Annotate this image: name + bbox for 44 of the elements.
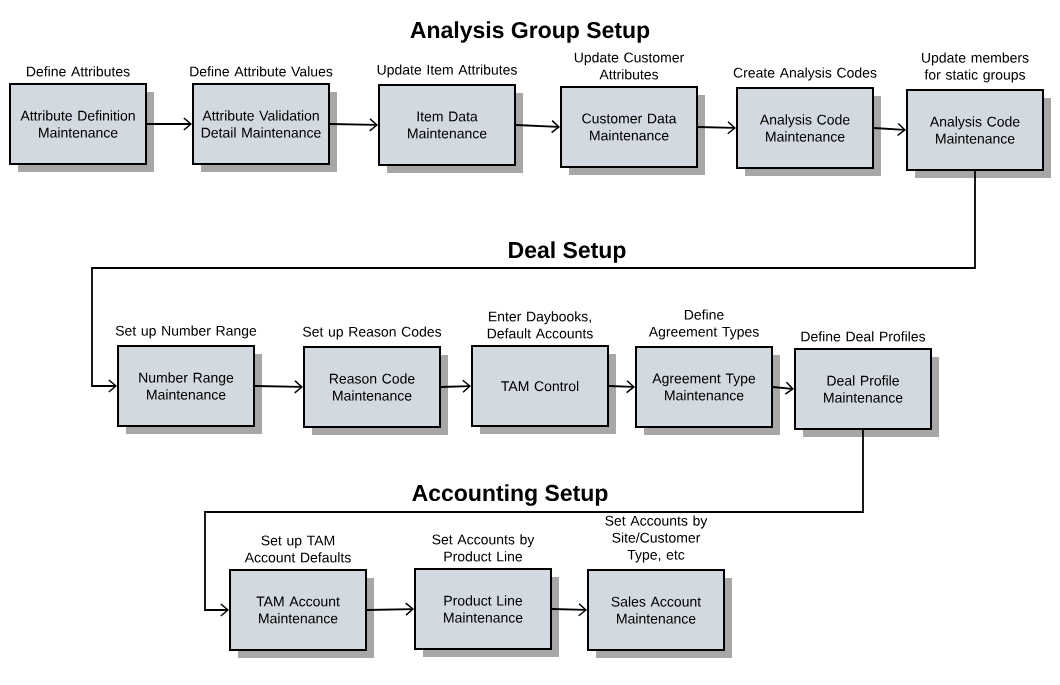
step-caption: Enter Daybooks, Default Accounts (487, 311, 593, 339)
process-box: TAM Account Maintenance (229, 569, 374, 658)
arrow (204, 429, 864, 617)
arrow (608, 379, 635, 394)
process-box: Attribute Validation Detail Maintenance (192, 83, 337, 172)
arrow (440, 379, 471, 393)
arrow (254, 380, 303, 394)
section-heading: Accounting Setup (412, 484, 608, 506)
diagram-title: Analysis Group Setup (410, 21, 650, 43)
step-caption: Define Agreement Types (648, 309, 759, 340)
step-caption: Update Item Attributes (377, 64, 517, 78)
step-caption: Define Attribute Values (190, 66, 333, 77)
section-heading: Deal Setup (509, 241, 626, 263)
process-box: Customer Data Maintenance (560, 86, 705, 175)
step-caption: Define Attributes (27, 66, 130, 77)
arrow (551, 603, 587, 617)
process-box: Attribute Definition Maintenance (9, 83, 154, 172)
process-box: TAM Control (471, 345, 616, 434)
step-caption: Set up TAM Account Defaults (244, 535, 351, 563)
arrow (366, 602, 414, 616)
process-box: Deal Profile Maintenance (794, 348, 939, 437)
step-caption: Update members for static groups (922, 52, 1029, 83)
process-box: Reason Code Maintenance (303, 346, 448, 435)
arrow (873, 122, 906, 137)
step-caption: Set up Number Range (115, 325, 257, 339)
step-caption: Update Customer Attributes (574, 52, 684, 80)
arrow (329, 118, 378, 132)
process-box: Number Range Maintenance (117, 345, 262, 434)
arrow (91, 170, 976, 393)
step-caption: Set Accounts by Product Line (432, 534, 535, 562)
step-caption: Set Accounts by Site/Customer Type, etc (605, 515, 708, 563)
process-box: Item Data Maintenance (378, 84, 523, 173)
process-box: Product Line Maintenance (414, 568, 559, 657)
arrow (515, 119, 560, 134)
step-caption: Set up Reason Codes (303, 326, 442, 340)
process-box: Analysis Code Maintenance (906, 89, 1051, 178)
step-caption: Define Deal Profiles (801, 331, 926, 342)
step-caption: Create Analysis Codes (733, 67, 877, 81)
process-box: Agreement Type Maintenance (635, 346, 780, 435)
process-box: Analysis Code Maintenance (736, 87, 881, 176)
process-box: Sales Account Maintenance (587, 569, 732, 658)
arrow (697, 121, 736, 135)
arrow (146, 117, 192, 131)
arrow (772, 381, 794, 395)
